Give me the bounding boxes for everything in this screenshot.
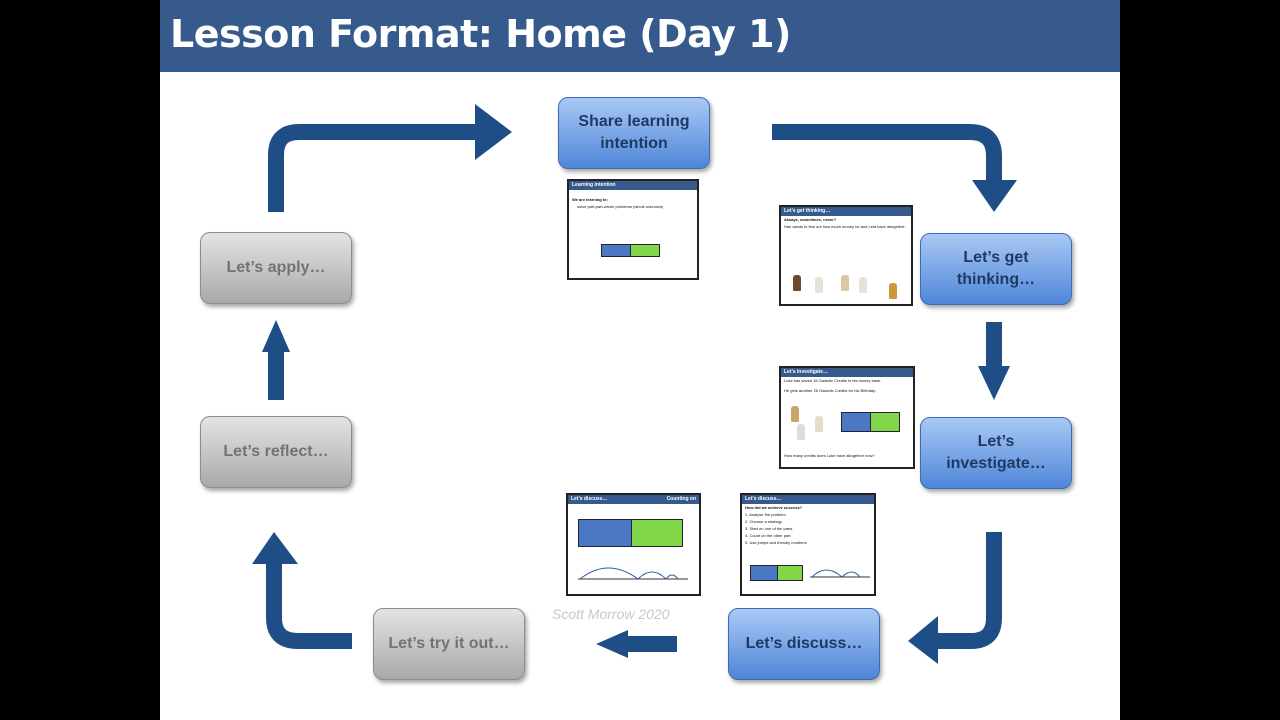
figure-icon [791, 406, 799, 422]
bar-part [750, 565, 778, 581]
step-label: Let’s apply… [226, 259, 326, 276]
arrow-investigate-to-discuss [938, 532, 1002, 649]
arrow-share-to-thinking [772, 124, 1002, 180]
arrow-left-icon [596, 630, 628, 658]
arrow-down-icon [972, 180, 1017, 212]
figure-icon [815, 416, 823, 432]
success-item: 4. Count on the other part [745, 533, 791, 538]
step-label: Let’s reflect… [223, 443, 329, 460]
number-line [578, 567, 688, 580]
cycle-arrows [252, 104, 1017, 664]
arrow-down-icon [978, 366, 1010, 400]
thumbnail-discuss-success: Let’s discuss… How did we achieve succes… [740, 493, 876, 596]
step-discuss[interactable]: Let’s discuss… [728, 608, 880, 680]
figure-icon [793, 275, 801, 291]
arrow-up-icon [262, 320, 290, 352]
thumbnail-header-left: Let’s discuss… [571, 496, 608, 502]
thumbnail-text: We are learning to: [572, 197, 608, 202]
thumbnail-text: He gets another 25 Galactic Credits for … [784, 388, 876, 393]
step-label: Share learning intention [578, 113, 690, 152]
step-label: Let’s try it out… [388, 635, 510, 652]
figure-icon [841, 275, 849, 291]
figure-icon [889, 283, 897, 299]
arrow-try-to-reflect [266, 562, 352, 649]
success-item: 3. Start on one of the parts [745, 526, 793, 531]
slide-title: Lesson Format: Home (Day 1) [170, 12, 791, 56]
success-item: 5. Use jumps and friendly numbers [745, 540, 807, 545]
figure-icon [797, 424, 805, 440]
step-investigate[interactable]: Let’s investigate… [920, 417, 1072, 489]
thumbnail-text: How did we achieve success? [745, 505, 803, 510]
bar-part [841, 412, 871, 432]
thumbnail-text: Han wants to find out how much money he … [784, 224, 906, 229]
thumbnail-text: solve part-part-whole problems (whole un… [577, 204, 664, 209]
arrow-left-icon [908, 616, 938, 664]
arrow-up-icon [252, 532, 298, 564]
thumbnail-header-right: Counting on [666, 496, 696, 502]
bar-part [870, 412, 900, 432]
step-try-it-out[interactable]: Let’s try it out… [373, 608, 525, 680]
slide: Lesson Format: Home (Day 1) Share learni… [160, 0, 1120, 720]
thumbnail-discuss-counting-on: Let’s discuss… Counting on [566, 493, 701, 596]
bar-part [630, 244, 660, 257]
thumbnail-learning-intention: Learning intention We are learning to: s… [567, 179, 699, 280]
step-label: Let’s investigate… [946, 433, 1046, 472]
thumbnail-header: Learning intention [569, 181, 697, 190]
step-reflect[interactable]: Let’s reflect… [200, 416, 352, 488]
step-label: Let’s discuss… [745, 635, 863, 652]
thumbnail-text: How many credits does Luke have altogeth… [784, 453, 875, 458]
success-item: 1. Analyse the problem [745, 512, 786, 517]
success-item: 2. Choose a strategy [745, 519, 782, 524]
bar-part [578, 519, 632, 547]
bar-part [601, 244, 631, 257]
bar-part [777, 565, 803, 581]
thumbnail-header: Let’s get thinking… [781, 207, 911, 216]
thumbnail-text: Always, sometimes, never? [784, 217, 837, 222]
thumbnail-text: Luke has saved 18 Galactic Credits in hi… [784, 378, 882, 383]
money-bag-icon [859, 277, 867, 293]
step-apply[interactable]: Let’s apply… [200, 232, 352, 304]
bar-part [631, 519, 683, 547]
arrow-right-icon [475, 104, 512, 160]
title-bar: Lesson Format: Home (Day 1) [160, 0, 1120, 72]
number-line [810, 569, 870, 578]
step-label: Let’s get thinking… [956, 249, 1036, 288]
thumbnail-get-thinking: Let’s get thinking… Always, sometimes, n… [779, 205, 913, 306]
step-get-thinking[interactable]: Let’s get thinking… [920, 233, 1072, 305]
thumbnail-header: Let’s investigate… [781, 368, 913, 377]
step-share-learning-intention[interactable]: Share learning intention [558, 97, 710, 169]
thumbnail-header: Let’s discuss… [742, 495, 874, 504]
money-bag-icon [815, 277, 823, 293]
thumbnail-header: Let’s discuss… Counting on [568, 495, 699, 504]
arrow-apply-to-share [268, 124, 485, 212]
thumbnail-investigate: Let’s investigate… Luke has saved 18 Gal… [779, 366, 915, 469]
credit-watermark: Scott Morrow 2020 [552, 606, 670, 622]
